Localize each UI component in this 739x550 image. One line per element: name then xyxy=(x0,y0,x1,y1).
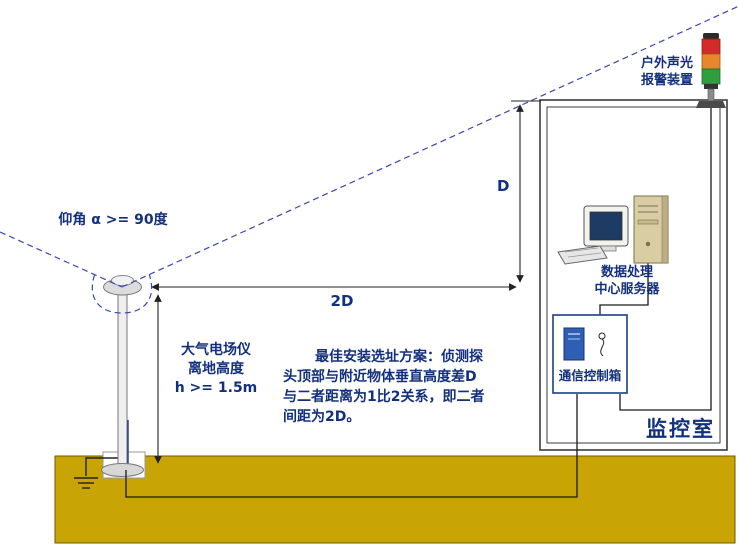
sensor-head-icon xyxy=(103,275,142,296)
note-line4: 间距为2D。 xyxy=(283,409,361,425)
meter-height-label: 大气电场仪 离地高度 h >= 1.5m xyxy=(168,341,264,398)
note-line1: 最佳安装选址方案：侦测探 xyxy=(315,349,483,365)
server-label-line2: 中心服务器 xyxy=(594,282,660,297)
monitor-room-label: 监控室 xyxy=(646,417,715,441)
control-box-label: 通信控制箱 xyxy=(558,368,622,383)
alarm-device-label-line1: 户外声光 xyxy=(640,56,693,71)
meter-height-line3: h >= 1.5m xyxy=(174,380,258,396)
ground xyxy=(54,455,736,544)
cables xyxy=(125,108,712,498)
meter-height-line2: 离地高度 xyxy=(188,361,244,377)
note-line3: 与二者距离为1比2关系，即二者 xyxy=(283,389,485,405)
alarm-device-label: 户外声光 报警装置 xyxy=(630,55,704,89)
alarm-device-label-line2: 报警装置 xyxy=(640,73,693,88)
server-label-line1: 数据处理 xyxy=(600,265,653,280)
alarm-stack-light-icon xyxy=(696,33,726,108)
grounding-symbol xyxy=(74,457,118,489)
meter-height-line1: 大气电场仪 xyxy=(181,342,251,358)
control-box xyxy=(552,314,628,394)
field-meter-mast xyxy=(101,289,144,477)
angle-arc xyxy=(91,274,153,314)
dimension-lines xyxy=(151,100,541,464)
keyboard-icon xyxy=(557,245,608,265)
dimension-2d-label: 2D xyxy=(330,292,354,310)
installation-note: 最佳安装选址方案：侦测探 头顶部与附近物体垂直高度差D 与二者距离为1比2关系，… xyxy=(283,347,493,427)
dimension-d-label: D xyxy=(497,177,510,195)
note-line2: 头顶部与附近物体垂直高度差D xyxy=(283,369,477,385)
server-label: 数据处理 中心服务器 xyxy=(582,264,672,298)
monitor-icon xyxy=(583,205,629,252)
elevation-angle-label: 仰角 α >= 90度 xyxy=(58,212,168,228)
sight-lines xyxy=(0,5,739,314)
server-tower-icon xyxy=(633,195,669,264)
